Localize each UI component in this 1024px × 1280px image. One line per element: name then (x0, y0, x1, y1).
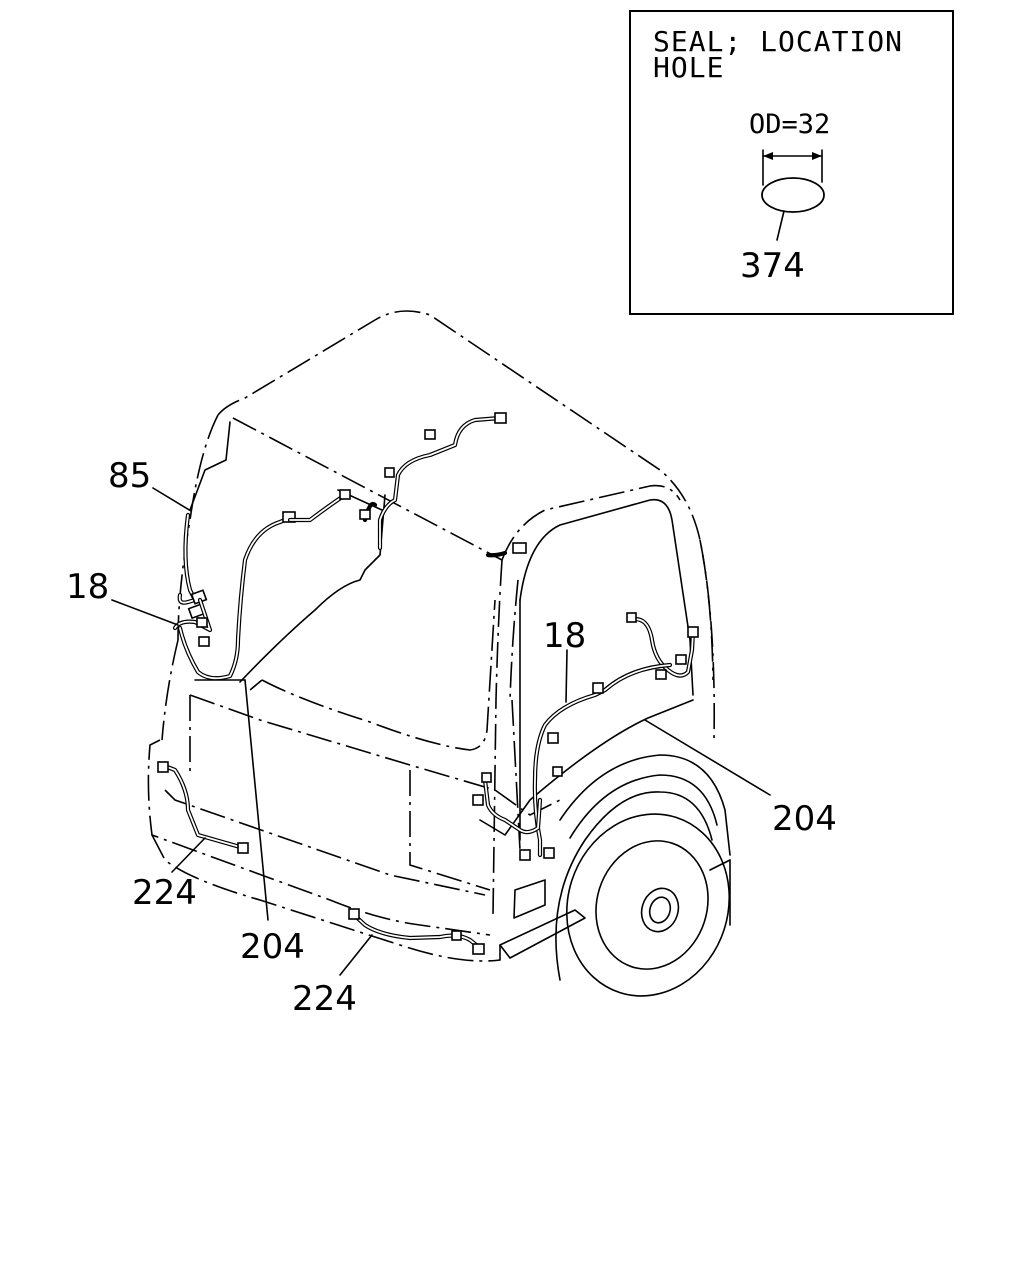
harness-roof (359, 412, 527, 558)
callout-85: 85 (108, 456, 151, 496)
harness-18-left (172, 489, 351, 681)
inset-title-line1: SEAL; LOCATION (653, 25, 903, 58)
left-interior-panel (189, 421, 386, 683)
callout-374: 374 (740, 246, 805, 286)
seal-hole-shape (761, 177, 825, 213)
harness-18-right (472, 612, 699, 861)
inset-title-line2: HOLE (653, 51, 724, 84)
harness-224-left (157, 761, 249, 854)
inset-frame (629, 10, 954, 315)
leader-18-right (565, 649, 568, 703)
leader-204-center (244, 679, 269, 921)
leader-85 (152, 487, 192, 512)
dimension-arrow (762, 149, 823, 186)
rear-wheel (555, 754, 731, 997)
right-interior-panel (479, 498, 694, 841)
seal-leader-line (776, 210, 785, 241)
leader-18-left (111, 599, 179, 626)
callout-224-left: 224 (132, 873, 197, 913)
callout-18-left: 18 (66, 567, 109, 607)
seal-location-inset: SEAL; LOCATION HOLE OD=32 374 (629, 10, 954, 315)
leader-224-left (171, 837, 206, 873)
harness-85 (177, 512, 208, 620)
callout-224-center: 224 (292, 979, 357, 1019)
leader-204-right (644, 719, 771, 796)
callout-leaders (111, 487, 771, 976)
hole-diameter-label: OD=32 (749, 109, 830, 140)
callout-18-right: 18 (543, 616, 586, 656)
cab-body (147, 310, 716, 962)
harness-224-center (348, 908, 485, 955)
callout-204-right: 204 (772, 799, 837, 839)
callout-204-center: 204 (240, 927, 305, 967)
leader-224-center (339, 934, 373, 976)
